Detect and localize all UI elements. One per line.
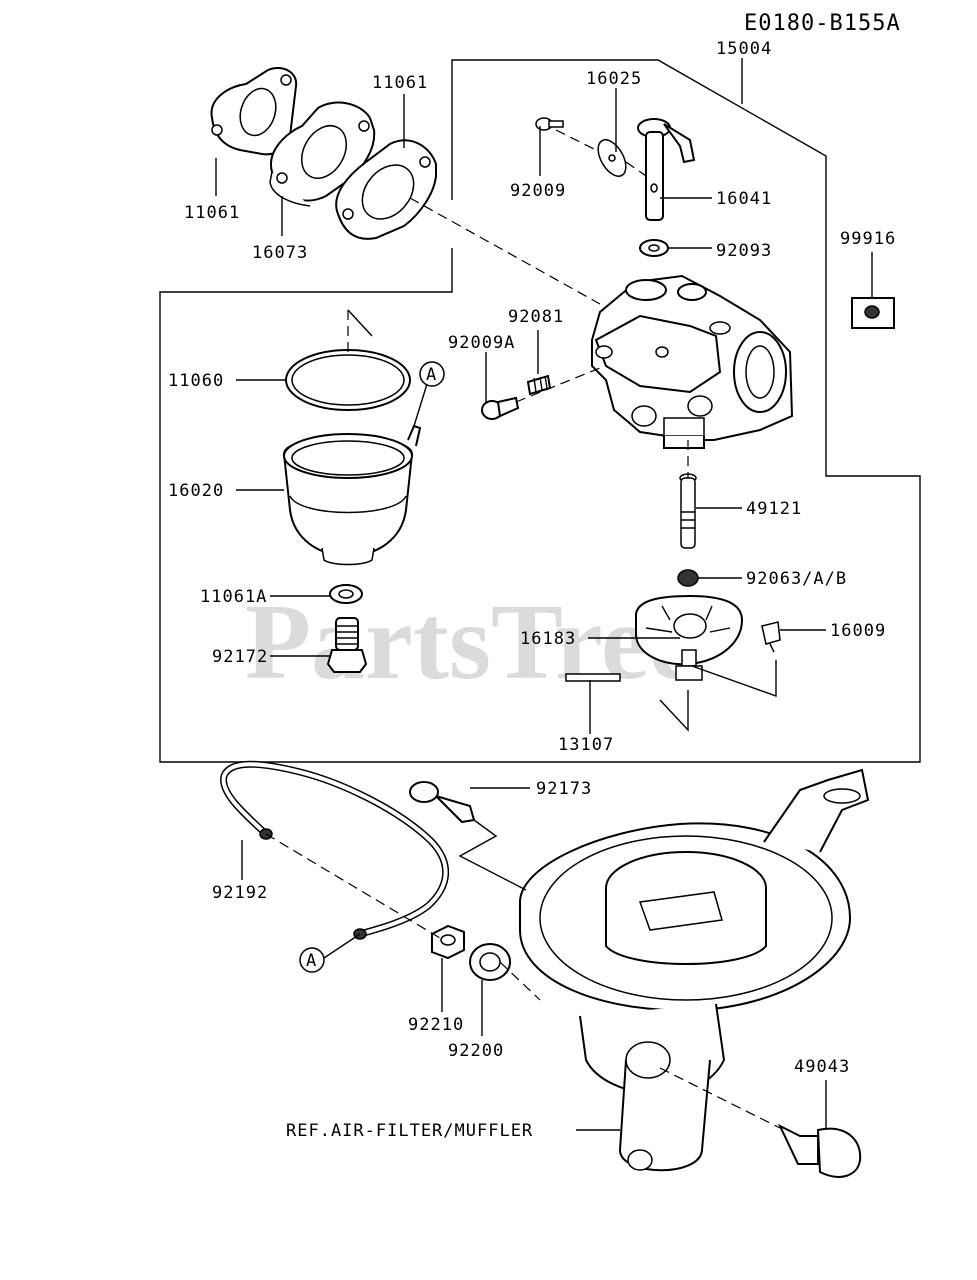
gasket-11061-right bbox=[335, 139, 437, 240]
label-16041: 16041 bbox=[716, 189, 772, 209]
label-16009: 16009 bbox=[830, 621, 886, 641]
o-ring-11060 bbox=[285, 349, 411, 411]
label-ref-air-filter-muffler: REF.AIR-FILTER/MUFFLER bbox=[286, 1121, 533, 1141]
screw-92009A bbox=[481, 396, 520, 420]
svg-text:A: A bbox=[306, 951, 317, 971]
jet-92063 bbox=[677, 569, 699, 587]
gasket-11061A bbox=[329, 584, 363, 604]
choke-shaft-16041 bbox=[637, 118, 696, 221]
screw-92009 bbox=[535, 117, 564, 131]
label-92192: 92192 bbox=[212, 883, 268, 903]
callout-labels: 15004 11061 16025 92009 16041 11061 1607… bbox=[168, 39, 896, 1141]
label-11061A: 11061A bbox=[200, 587, 267, 607]
fitting-99916 bbox=[851, 297, 895, 329]
label-92172: 92172 bbox=[212, 647, 268, 667]
float-chamber-16020 bbox=[282, 424, 422, 566]
connector-a-bottom: A bbox=[299, 933, 361, 973]
carburetor-body bbox=[591, 274, 794, 449]
spring-92081 bbox=[526, 374, 552, 396]
label-92093: 92093 bbox=[716, 241, 772, 261]
carburetor-assembly-boundary bbox=[159, 59, 921, 763]
label-49121: 49121 bbox=[746, 499, 802, 519]
label-13107: 13107 bbox=[558, 735, 614, 755]
insulator-16073 bbox=[269, 101, 376, 207]
label-99916: 99916 bbox=[840, 229, 896, 249]
alignment-lines bbox=[265, 129, 781, 1129]
label-16020: 16020 bbox=[168, 481, 224, 501]
label-92063: 92063/A/B bbox=[746, 569, 847, 589]
gasket-11061-left bbox=[210, 67, 298, 156]
label-11061-top: 11061 bbox=[372, 73, 428, 93]
watermark: PartsTree bbox=[245, 583, 697, 702]
label-92009A: 92009A bbox=[448, 333, 515, 353]
bolt-92172 bbox=[326, 617, 368, 673]
label-92009: 92009 bbox=[510, 181, 566, 201]
seal-92093 bbox=[639, 239, 669, 257]
needle-16009 bbox=[761, 621, 781, 653]
label-92173: 92173 bbox=[536, 779, 592, 799]
leader-lines bbox=[215, 58, 873, 1131]
pin-13107 bbox=[565, 673, 621, 682]
connector-a-top: A bbox=[413, 361, 445, 427]
label-15004: 15004 bbox=[716, 39, 772, 59]
washer-92200 bbox=[469, 943, 511, 981]
nut-92210 bbox=[431, 924, 465, 960]
primer-49043 bbox=[777, 1123, 862, 1178]
label-49043: 49043 bbox=[794, 1057, 850, 1077]
label-11060: 11060 bbox=[168, 371, 224, 391]
label-92200: 92200 bbox=[448, 1041, 504, 1061]
nozzle-49121 bbox=[679, 473, 697, 549]
label-16025: 16025 bbox=[586, 69, 642, 89]
choke-valve-16025 bbox=[597, 139, 627, 177]
label-92081: 92081 bbox=[508, 307, 564, 327]
label-16073: 16073 bbox=[252, 243, 308, 263]
air-guide bbox=[519, 768, 870, 1172]
svg-text:A: A bbox=[426, 365, 437, 385]
clamp-92173 bbox=[409, 781, 476, 824]
diagram-code: E0180-B155A bbox=[744, 11, 901, 36]
label-11061-left: 11061 bbox=[184, 203, 240, 223]
label-92210: 92210 bbox=[408, 1015, 464, 1035]
label-16183: 16183 bbox=[520, 629, 576, 649]
float-16183 bbox=[635, 594, 744, 681]
